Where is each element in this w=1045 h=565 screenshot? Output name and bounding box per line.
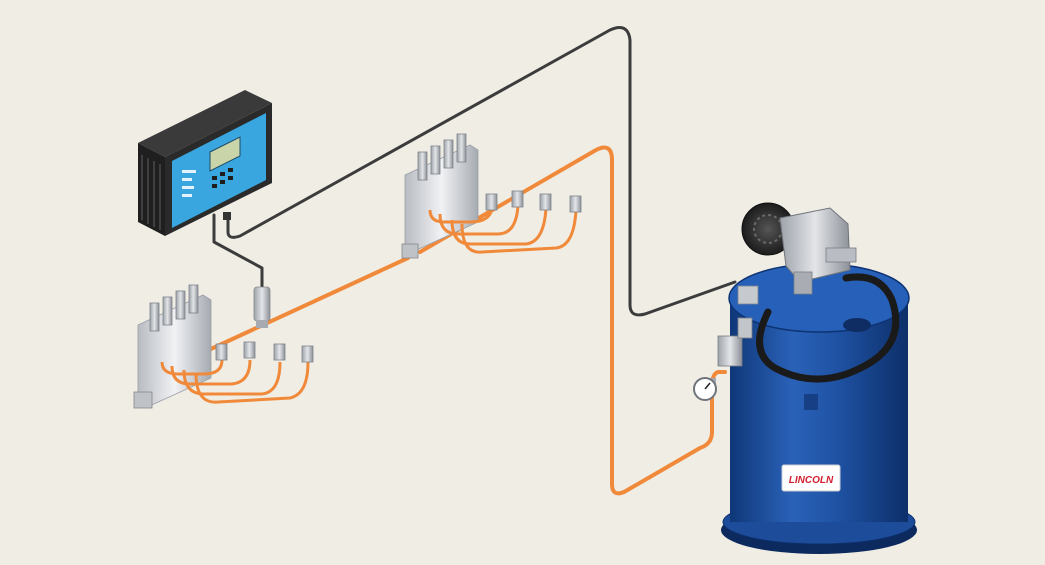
divider-right-body bbox=[404, 144, 479, 253]
divider-right-outlet-lines bbox=[428, 205, 578, 254]
pump-return-hose bbox=[756, 273, 900, 383]
reservoir-fill-port bbox=[804, 394, 818, 410]
divider-block-right[interactable] bbox=[401, 133, 582, 259]
controller-case-side bbox=[138, 143, 165, 236]
pump-unit bbox=[737, 202, 857, 305]
brand-logo: LINCOLN bbox=[789, 475, 834, 486]
controller-case-top bbox=[138, 90, 272, 157]
gauge-needle bbox=[704, 382, 711, 390]
signal-cables bbox=[212, 26, 737, 317]
pump-housing bbox=[779, 207, 851, 283]
pump-element bbox=[825, 247, 857, 263]
reservoir-lid-port bbox=[843, 318, 871, 332]
controller[interactable] bbox=[138, 90, 272, 236]
pump-station[interactable]: LINCOLN bbox=[717, 202, 917, 554]
divider-left-inlet bbox=[133, 391, 153, 409]
controller-display bbox=[209, 136, 241, 172]
pump-outlet-block bbox=[717, 335, 743, 367]
sensor-body bbox=[253, 286, 271, 322]
controller-indicator-leds bbox=[182, 170, 196, 197]
sensor-nut bbox=[256, 320, 268, 328]
divider-left-fittings bbox=[215, 341, 314, 363]
controller-to-pump-cable bbox=[226, 26, 737, 317]
divider-left-indicator-pins bbox=[149, 284, 199, 332]
controller-cable-gland bbox=[223, 212, 231, 220]
controller-keypad bbox=[212, 168, 233, 188]
divider-left-outlet-lines bbox=[160, 359, 310, 404]
divider-block-left[interactable] bbox=[133, 284, 314, 409]
pressure-switch[interactable] bbox=[253, 286, 271, 328]
divider-right-indicator-pins bbox=[417, 133, 467, 181]
main-line-divider-right-to-left bbox=[198, 256, 410, 356]
divider-right-inlet bbox=[401, 243, 419, 259]
pump-valve bbox=[793, 271, 813, 295]
outlet-fitting bbox=[737, 317, 753, 339]
pressure-gauge[interactable] bbox=[693, 377, 717, 401]
controller-to-sensor-cable bbox=[212, 213, 264, 290]
divider-right-fittings bbox=[485, 190, 582, 213]
controller-panel bbox=[172, 113, 266, 228]
logo-badge bbox=[781, 464, 841, 492]
pump-terminal-box bbox=[737, 285, 759, 305]
controller-fins bbox=[141, 155, 161, 230]
